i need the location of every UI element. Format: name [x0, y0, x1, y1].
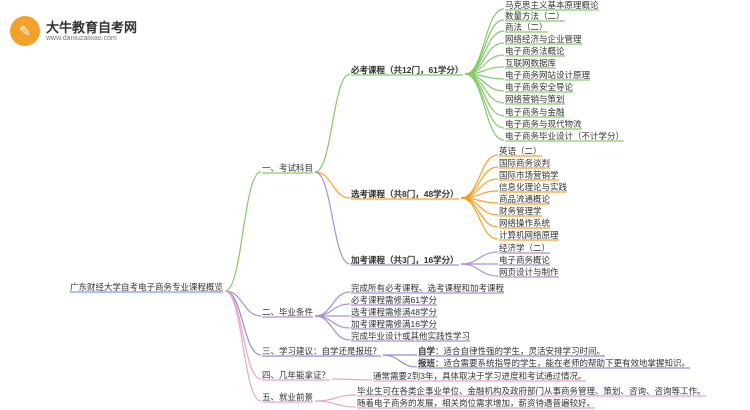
study-advice-text: ：适合自律性强的学生，灵活安排学习时间。	[435, 346, 606, 356]
connector-graduation-item	[314, 315, 351, 341]
connector-elective-item	[460, 166, 499, 199]
connector-g3	[314, 171, 351, 265]
connector-graduation-item	[314, 303, 351, 317]
required-course-item: 互联网数据库	[505, 58, 557, 68]
study-advice-key: 自学	[418, 346, 436, 356]
connector-g2	[314, 171, 351, 199]
elective-course-item: 网络操作系统	[499, 218, 551, 228]
required-course-item: 商法（二）	[505, 22, 548, 32]
career-prospect-item: 随着电子商务的发展，相关岗位需求增加，薪资待遇普遍较好。	[357, 398, 596, 408]
section-exam-subjects: 一、考试科目	[262, 163, 314, 173]
connector-required-item	[464, 73, 505, 141]
study-advice-item: 自学：适合自律性强的学生，灵活安排学习时间。	[418, 346, 605, 357]
logo-site-name: 大牛教育自考网	[46, 20, 138, 35]
additional-course-item: 电子商务概论	[499, 255, 551, 265]
connector-graduation-item	[314, 315, 351, 329]
section-career-prospects: 五、就业前景	[262, 392, 314, 402]
study-advice-key: 报班	[418, 358, 436, 368]
additional-course-item: 网页设计与制作	[499, 267, 559, 277]
group-required-courses: 必考课程（共12门，61学分）	[351, 65, 464, 75]
elective-course-item: 计算机网络原理	[499, 230, 559, 240]
graduation-condition-item: 选考课程需修满48学分	[351, 307, 437, 317]
connector-elective-item	[460, 197, 499, 240]
elective-course-item: 国际市场营销学	[499, 170, 559, 180]
study-advice-item: 报班：适合需要系统指导的学生，能在老师的帮助下更有效地掌握知识。	[418, 358, 690, 369]
section-study-advice: 三、学习建议：自学还是报班？	[262, 346, 382, 356]
connector-advice-item	[382, 354, 418, 368]
logo-site-url: www.daniuzaixiao.com	[46, 35, 117, 42]
section-graduation-conditions: 二、毕业条件	[262, 307, 314, 317]
additional-course-item: 经济学（二）	[499, 243, 551, 253]
connector-g1	[314, 73, 351, 173]
section-years-to-certificate: 四、几年能拿证？	[262, 370, 331, 380]
connector-required-item	[464, 73, 505, 117]
connector-years-item	[331, 378, 373, 381]
required-course-item: 电子商务与金融	[505, 107, 565, 117]
required-course-item: 电子商务法概论	[505, 46, 565, 56]
graduation-condition-item: 完成所有必考课程、选考课程和加考课程	[351, 283, 505, 293]
career-prospect-item: 毕业生可在各类企事业单位、金融机构及政府部门从事商务管理、策划、咨询、咨询等工作…	[357, 386, 706, 396]
connector-career-item	[314, 400, 357, 408]
study-advice-text: ：适合需要系统指导的学生，能在老师的帮助下更有效地掌握知识。	[435, 358, 691, 368]
mindmap-root: 广东财经大学自考电子商务专业课程概览	[70, 282, 224, 292]
elective-course-item: 英语（二）	[499, 146, 542, 156]
connector-career-item	[314, 394, 357, 402]
required-course-item: 电子商务毕业设计（不计学分）	[505, 131, 625, 141]
required-course-item: 电子商务网站设计原理	[505, 70, 591, 80]
group-elective-courses: 选考课程（共8门，48学分）	[351, 189, 459, 199]
required-course-item: 网络营销与策划	[505, 94, 565, 104]
group-additional-courses: 加考课程（共3门，16学分）	[351, 255, 459, 265]
required-course-item: 数量方法（二）	[505, 11, 565, 21]
site-logo[interactable]: ✎ 大牛教育自考网 www.daniuzaixiao.com	[10, 14, 140, 50]
connector-additional-item	[460, 263, 499, 277]
elective-course-item: 国际商务谈判	[499, 158, 551, 168]
required-course-item: 电子商务与现代物流	[505, 119, 582, 129]
connector-s1	[224, 171, 262, 292]
years-to-certificate-item: 通常需要2到3年，具体取决于学习进度和考试通过情况。	[373, 371, 587, 381]
graduation-condition-item: 加考课程需修满16学分	[351, 319, 437, 329]
graduation-condition-item: 完成毕业设计或其他实践性学习	[351, 331, 471, 341]
required-course-item: 马克思主义基本原理概论	[505, 0, 599, 10]
logo-badge-icon: ✎	[10, 16, 40, 46]
elective-course-item: 商品流通概论	[499, 194, 551, 204]
required-course-item: 网络经济与企业管理	[505, 34, 582, 44]
connector-required-item	[464, 19, 505, 75]
elective-course-item: 财务管理学	[499, 206, 542, 216]
graduation-condition-item: 必考课程需修满61学分	[351, 295, 437, 305]
connector-s5	[224, 290, 262, 402]
required-course-item: 电子商务安全导论	[505, 82, 574, 92]
connector-additional-item	[460, 251, 499, 265]
elective-course-item: 信息化理论与实践	[499, 182, 568, 192]
